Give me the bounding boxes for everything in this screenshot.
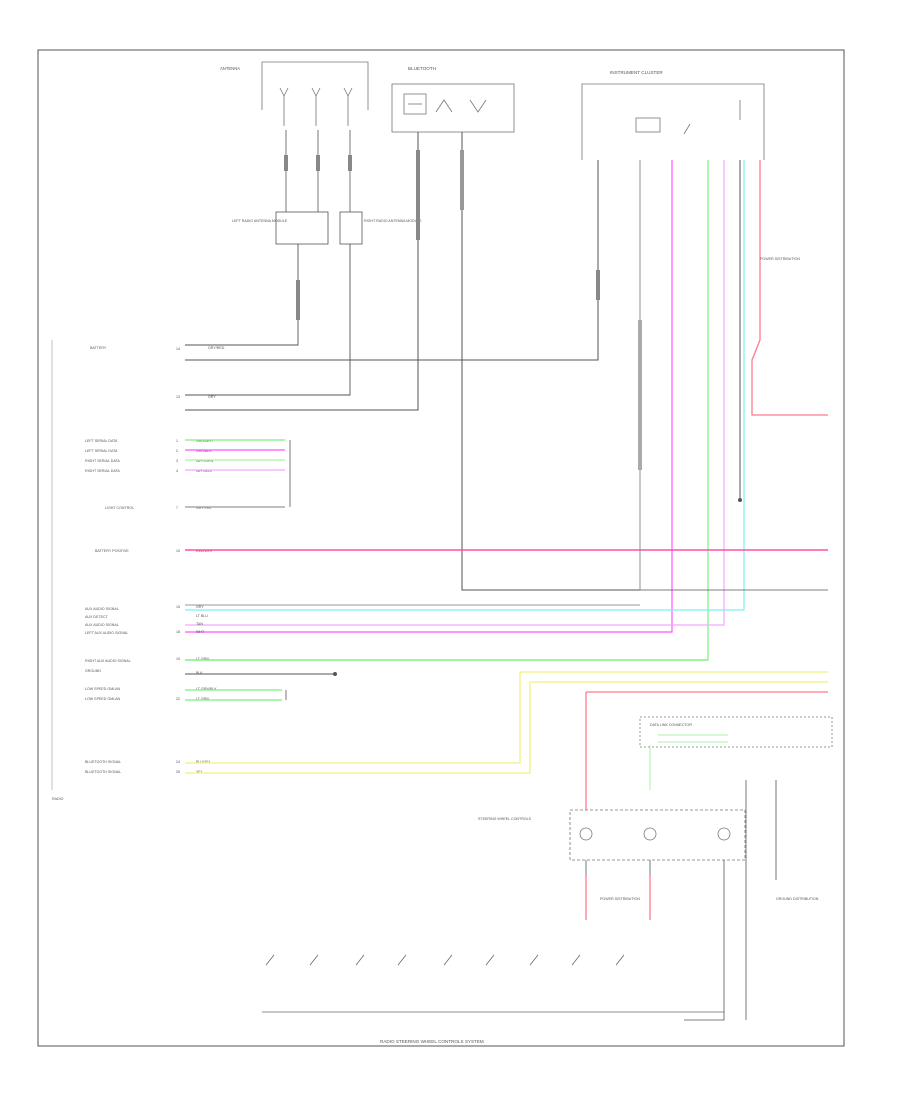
svg-text:GRY: GRY: [208, 395, 216, 399]
svg-text:DATA LINK CONNECTOR: DATA LINK CONNECTOR: [650, 723, 692, 727]
svg-text:22: 22: [176, 697, 180, 701]
svg-text:GRY/RED: GRY/RED: [208, 346, 225, 350]
svg-text:LOW SPEED GMLAN: LOW SPEED GMLAN: [85, 687, 121, 691]
svg-text:WHT: WHT: [196, 630, 205, 634]
left-antenna-module-label: LEFT RADIO ANTENNA MODULE: [232, 219, 288, 223]
antenna-icon: [279, 87, 353, 126]
svg-text:LEFT AUX AUDIO SIGNAL: LEFT AUX AUDIO SIGNAL: [85, 631, 128, 635]
svg-text:7: 7: [176, 506, 178, 510]
svg-text:GROUND DISTRIBUTION: GROUND DISTRIBUTION: [776, 897, 819, 901]
svg-text:GRN/WHT: GRN/WHT: [196, 439, 214, 443]
svg-text:WHT/GRN: WHT/GRN: [196, 459, 214, 463]
svg-text:BLK: BLK: [196, 671, 203, 675]
svg-text:LT GRN: LT GRN: [196, 657, 209, 661]
bottom-title: RADIO STEERING WHEEL CONTROLS SYSTEM: [380, 1039, 484, 1044]
svg-text:LIGHT CONTROL: LIGHT CONTROL: [105, 506, 134, 510]
svg-text:LT GRN/BLK: LT GRN/BLK: [196, 687, 217, 691]
svg-text:AUX AUDIO SIGNAL: AUX AUDIO SIGNAL: [85, 607, 119, 611]
radio-pin-list: BATTERY GRY/RED GRY LEFT SERIAL DATA GRN…: [85, 346, 225, 774]
svg-text:WHT/BLK: WHT/BLK: [196, 469, 213, 473]
left-antenna-module: [275, 211, 329, 245]
svg-text:18: 18: [176, 630, 180, 634]
steering-wheel-controls: DATA LINK CONNECTOR STEERING WHEEL CONTR…: [478, 716, 833, 861]
svg-text:19: 19: [176, 657, 180, 661]
svg-text:AUX AUDIO SIGNAL: AUX AUDIO SIGNAL: [85, 623, 119, 627]
svg-text:BLUETOOTH SIGNAL: BLUETOOTH SIGNAL: [85, 770, 121, 774]
cluster-wire-cyan: [185, 160, 745, 611]
instrument-cluster: INSTRUMENT CLUSTER: [581, 70, 765, 160]
svg-text:10: 10: [176, 549, 180, 553]
svg-text:24: 24: [176, 760, 180, 764]
svg-text:GRY/YEL: GRY/YEL: [196, 506, 212, 510]
svg-text:BLUETOOTH SIGNAL: BLUETOOTH SIGNAL: [85, 760, 121, 764]
svg-text:TAN: TAN: [196, 622, 203, 626]
svg-text:GRY: GRY: [196, 605, 204, 609]
antenna-box: ANTENNA: [220, 61, 369, 126]
svg-text:15: 15: [176, 605, 180, 609]
svg-text:POWER DISTRIBUTION: POWER DISTRIBUTION: [760, 257, 800, 261]
radio-label: RADIO: [52, 797, 64, 801]
svg-text:RIGHT SERIAL DATA: RIGHT SERIAL DATA: [85, 469, 120, 473]
svg-text:2: 2: [176, 449, 178, 453]
svg-text:RIGHT AUX AUDIO SIGNAL: RIGHT AUX AUDIO SIGNAL: [85, 659, 131, 663]
svg-text:14: 14: [176, 347, 180, 351]
svg-text:1: 1: [176, 439, 178, 443]
cluster-gray-wire: [185, 160, 600, 361]
svg-text:RIGHT SERIAL DATA: RIGHT SERIAL DATA: [85, 459, 120, 463]
svg-text:BLU/YEL: BLU/YEL: [196, 760, 211, 764]
svg-text:STEERING WHEEL CONTROLS: STEERING WHEEL CONTROLS: [478, 817, 532, 821]
svg-text:LT BLU: LT BLU: [196, 614, 208, 618]
svg-text:LEFT SERIAL DATA: LEFT SERIAL DATA: [85, 449, 118, 453]
svg-text:POWER DISTRIBUTION: POWER DISTRIBUTION: [600, 897, 640, 901]
switch-row: [262, 954, 724, 1013]
diagram-frame: [37, 49, 845, 1047]
bluetooth-module: BLUETOOTH: [391, 66, 515, 133]
svg-text:GRN/BLK: GRN/BLK: [196, 449, 212, 453]
right-antenna-module-label: RIGHT RADIO ANTENNA MODULE: [364, 219, 422, 223]
svg-text:BLUETOOTH: BLUETOOTH: [408, 66, 436, 71]
svg-text:25: 25: [176, 770, 180, 774]
cluster-wire-lightpink: [185, 160, 725, 626]
svg-text:LT GRN: LT GRN: [196, 697, 209, 701]
antenna-wires: [284, 130, 352, 212]
svg-text:3: 3: [176, 459, 178, 463]
svg-text:AUX DETECT: AUX DETECT: [85, 615, 109, 619]
cluster-wire-red: [751, 160, 828, 416]
svg-text:LEFT SERIAL DATA: LEFT SERIAL DATA: [85, 439, 118, 443]
svg-text:LOW SPEED GMLAN: LOW SPEED GMLAN: [85, 697, 121, 701]
svg-text:RED/WHT: RED/WHT: [196, 549, 214, 553]
svg-text:13: 13: [176, 395, 180, 399]
svg-text:BATTERY POSITIVE: BATTERY POSITIVE: [95, 549, 129, 553]
svg-text:BATTERY: BATTERY: [90, 346, 107, 350]
svg-text:YEL: YEL: [196, 770, 203, 774]
svg-text:INSTRUMENT CLUSTER: INSTRUMENT CLUSTER: [610, 70, 663, 75]
cluster-wire-magenta: [185, 160, 673, 633]
svg-text:4: 4: [176, 469, 178, 473]
right-antenna-module: [339, 211, 363, 245]
svg-text:GROUND: GROUND: [85, 669, 101, 673]
antenna-label: ANTENNA: [220, 66, 240, 71]
